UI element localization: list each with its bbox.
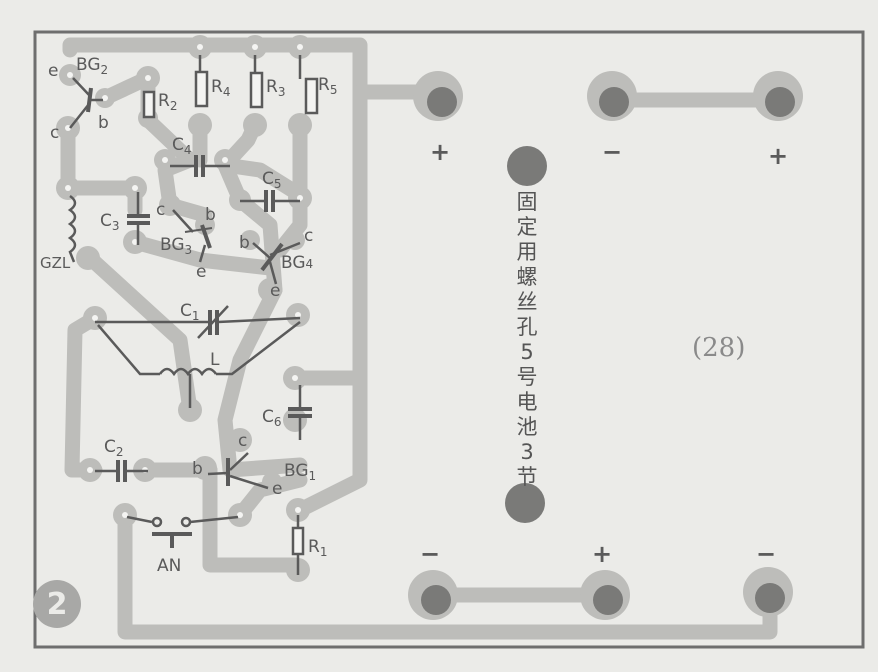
svg-text:BG3: BG3 [160, 235, 192, 257]
svg-text:C6: C6 [262, 407, 282, 429]
svg-text:L: L [210, 350, 220, 370]
svg-text:R1: R1 [308, 537, 327, 559]
svg-text:e: e [48, 61, 58, 81]
battery-terminals-top [413, 71, 803, 121]
page-number: (28) [692, 333, 745, 363]
variable-capacitor-c1 [95, 305, 301, 339]
mounting-note: 固定用螺丝孔5号电池3节 [516, 190, 538, 489]
svg-text:c: c [50, 123, 59, 143]
svg-text:C5: C5 [262, 169, 282, 191]
battery-terminals-bottom [408, 567, 793, 620]
svg-text:C1: C1 [180, 301, 200, 323]
svg-text:C2: C2 [104, 437, 124, 459]
mounting-hole-top [507, 146, 547, 186]
transistor-bg2 [69, 77, 103, 129]
svg-text:−: − [420, 540, 440, 568]
svg-text:e: e [270, 281, 280, 301]
resistor-r2 [142, 90, 156, 119]
polarity-labels: + − + − + − [420, 138, 788, 568]
svg-text:e: e [196, 262, 206, 282]
choke-gzl [67, 194, 77, 263]
svg-text:R4: R4 [211, 77, 230, 99]
board-outline [33, 30, 865, 649]
resistor-r3 [249, 71, 264, 109]
switch-an [126, 515, 239, 548]
capacitor-c3 [127, 192, 150, 245]
figure-number-badge: 2 [33, 580, 81, 628]
svg-text:BG4: BG4 [281, 253, 313, 273]
svg-text:BG2: BG2 [76, 55, 108, 77]
capacitor-c2 [95, 460, 148, 482]
svg-text:b: b [205, 205, 216, 225]
svg-text:+: + [592, 540, 612, 568]
svg-text:+: + [768, 142, 788, 170]
svg-text:e: e [272, 479, 282, 499]
svg-text:−: − [602, 138, 622, 166]
transistor-bg4 [252, 241, 301, 285]
svg-text:2: 2 [47, 587, 68, 622]
transistor-bg1 [207, 452, 269, 490]
svg-text:−: − [756, 540, 776, 568]
resistor-r4 [194, 70, 209, 108]
svg-text:c: c [156, 200, 165, 220]
svg-text:C4: C4 [172, 135, 192, 157]
component-symbols [67, 55, 319, 575]
capacitor-c6 [288, 385, 312, 440]
resistor-r5 [304, 77, 319, 115]
svg-text:C3: C3 [100, 211, 120, 233]
svg-text:GZL: GZL [40, 254, 71, 272]
svg-text:+: + [430, 138, 450, 166]
svg-text:R5: R5 [318, 75, 337, 97]
component-labels: BG2 e b c R2 R4 R3 R5 C4 C5 C3 c b BG3 e… [40, 55, 337, 576]
svg-text:c: c [304, 226, 313, 246]
pad-holes [65, 44, 303, 518]
svg-text:b: b [192, 459, 203, 479]
svg-text:b: b [98, 113, 109, 133]
svg-text:R3: R3 [266, 77, 285, 99]
resistor-r1 [291, 526, 305, 556]
inductor-l [97, 321, 301, 408]
mounting-hole-bottom [505, 483, 545, 523]
capacitor-c5 [240, 190, 300, 212]
transistor-bg3 [172, 209, 213, 263]
svg-text:BG1: BG1 [284, 461, 316, 483]
svg-text:c: c [238, 431, 247, 451]
svg-text:b: b [239, 233, 250, 253]
capacitor-c4 [170, 155, 230, 177]
svg-text:R2: R2 [158, 91, 177, 113]
svg-text:AN: AN [157, 556, 181, 576]
